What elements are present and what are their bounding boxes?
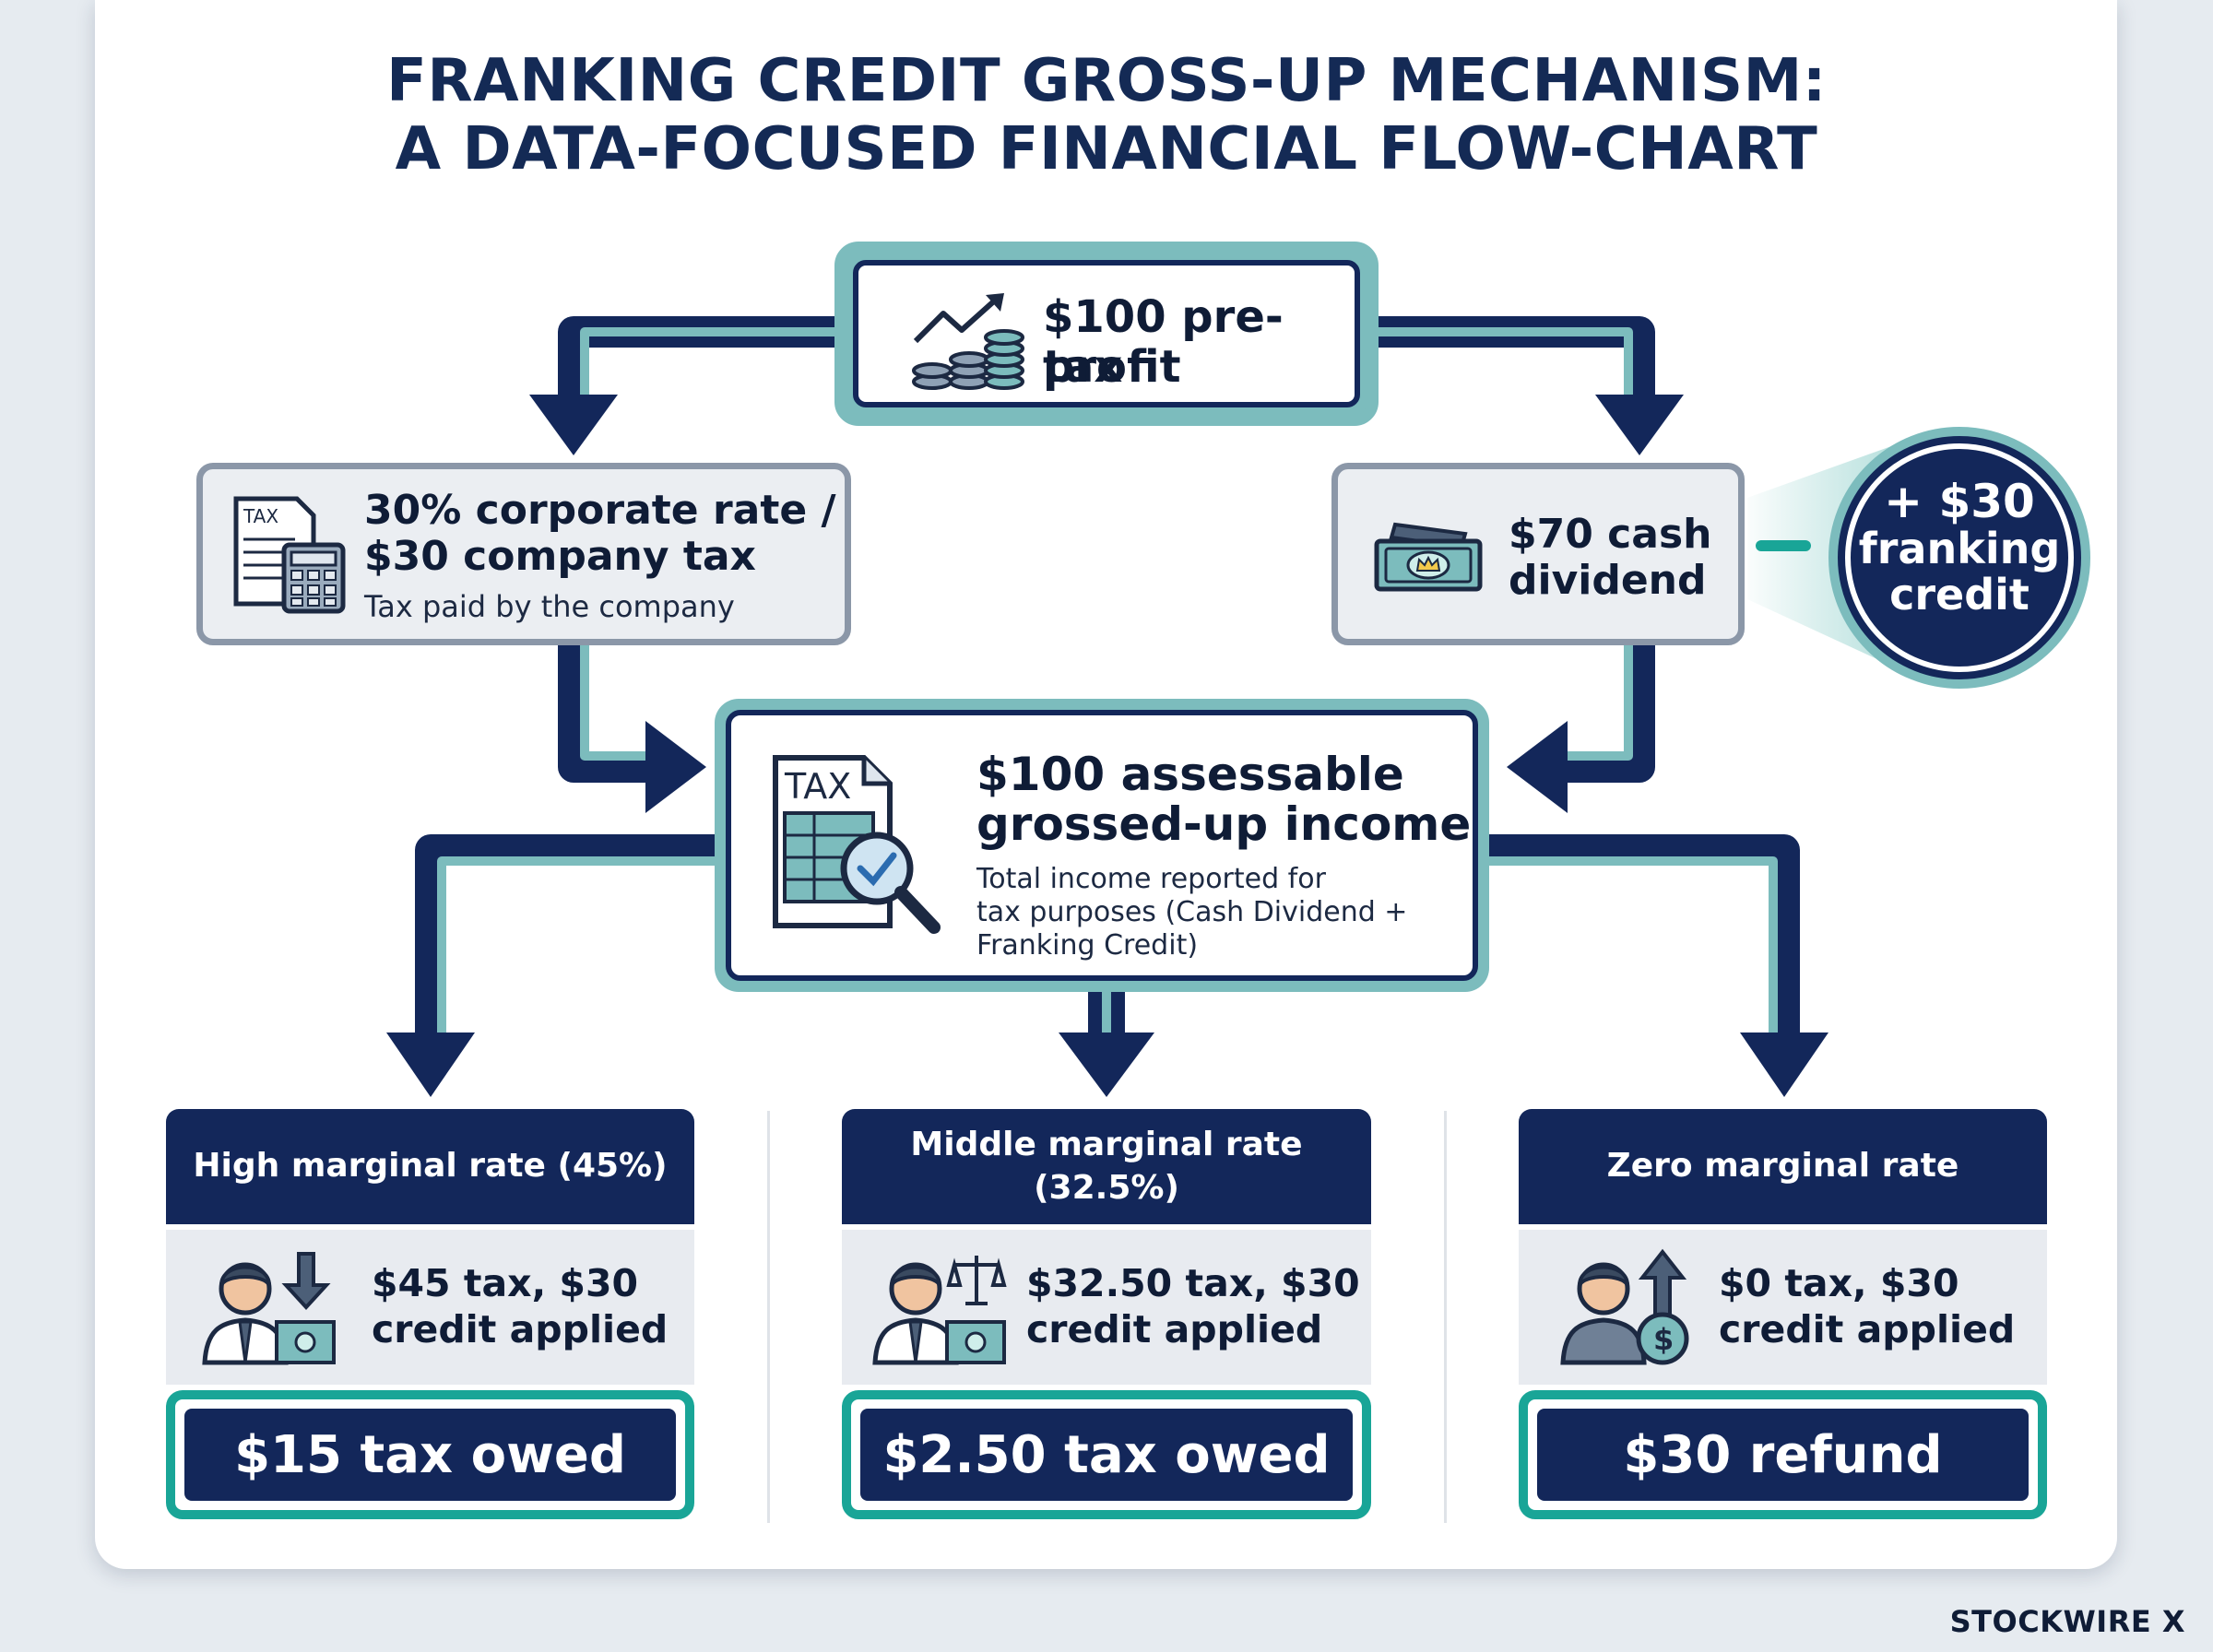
company-tax-caption: Tax paid by the company [364,589,735,624]
franking-credit-badge: + $30 franking credit [1828,427,2090,689]
scenario-zero-line-1: $0 tax, $30 [1719,1261,1959,1305]
scenario-middle-result-label: $2.50 tax owed [860,1409,1353,1501]
column-divider [767,1111,770,1523]
svg-text:$: $ [1653,1322,1674,1357]
company-tax-line-1: 30% corporate rate / [364,487,836,534]
banknote-icon [1374,522,1483,592]
scenario-middle-line-2: credit applied [1026,1307,1323,1351]
grossed-up-line-1: $100 assessable [976,748,1404,801]
pre-tax-profit-box: $100 pre-tax profit [834,242,1379,426]
scenario-zero-result: $30 refund [1519,1390,2047,1519]
scenario-zero-body: $ $0 tax, $30 credit applied [1519,1230,2047,1385]
scenario-high-line-2: credit applied [372,1307,669,1351]
brand-logo: STOCKWIRE X [1949,1604,2185,1639]
grossed-up-desc-2: tax purposes (Cash Dividend + [976,896,1408,928]
scenario-high-result-label: $15 tax owed [184,1409,676,1501]
title-line-1: FRANKING CREDIT GROSS-UP MECHANISM: [386,47,1827,115]
person-up-arrow-icon: $ [1560,1248,1689,1365]
scenario-middle-result: $2.50 tax owed [842,1390,1371,1519]
company-tax-box: TAX 30% corporate rate / $30 company tax… [196,463,851,645]
scenario-zero-result-label: $30 refund [1537,1409,2029,1501]
growth-coins-icon [912,293,1024,390]
grossed-up-desc-3: Franking Credit) [976,929,1199,962]
scenario-high-heading: High marginal rate (45%) [166,1109,694,1224]
svg-text:TAX: TAX [243,505,278,527]
person-scales-icon [872,1256,1007,1365]
title-line-2: A DATA-FOCUSED FINANCIAL FLOW-CHART [395,115,1818,183]
person-down-arrow-icon [202,1252,336,1365]
scenario-middle-heading: Middle marginal rate (32.5%) [842,1109,1371,1224]
scenario-high-line-1: $45 tax, $30 [372,1261,639,1305]
scenario-middle-body: $32.50 tax, $30 credit applied [842,1230,1371,1385]
franking-line-3: credit [1889,569,2030,620]
scenario-zero-heading: Zero marginal rate [1519,1109,2047,1224]
grossed-up-line-2: grossed-up income [976,797,1472,851]
column-divider [1444,1111,1447,1523]
franking-line-2: franking [1858,524,2061,573]
scenario-high-body: $45 tax, $30 credit applied [166,1230,694,1385]
profit-line-1: $100 pre-tax [1043,291,1284,393]
scenario-zero-line-2: credit applied [1719,1307,2016,1351]
dividend-line-2: dividend [1509,557,1707,604]
tax-calculator-icon: TAX [233,496,346,614]
profit-line-2: profit [1043,341,1181,393]
scenario-middle-line-1: $32.50 tax, $30 [1026,1261,1360,1305]
dividend-line-1: $70 cash [1509,511,1712,558]
grossed-up-income-box: TAX $100 assessable grossed-up income To… [715,699,1489,992]
company-tax-line-2: $30 company tax [364,533,756,580]
grossed-up-desc-1: Total income reported for [976,863,1326,895]
svg-text:TAX: TAX [784,766,851,807]
scenario-high-result: $15 tax owed [166,1390,694,1519]
franking-line-1: + $30 [1884,475,2035,528]
tax-document-magnifier-icon: TAX [773,755,941,934]
cash-dividend-box: $70 cash dividend [1331,463,1745,645]
